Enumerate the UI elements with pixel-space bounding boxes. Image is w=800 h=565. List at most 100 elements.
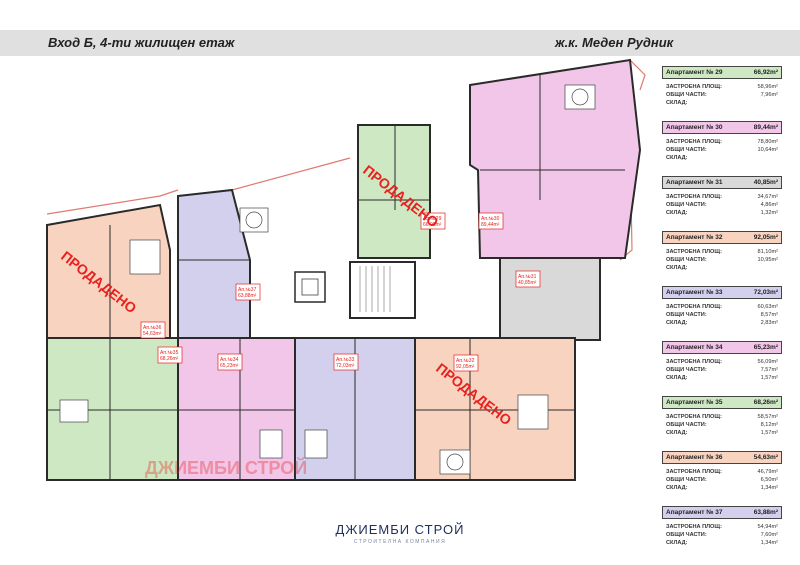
storage-value: 1,32m²	[760, 210, 778, 216]
plan-tag-label: Ап.№35	[160, 350, 179, 356]
built-area-label: ЗАСТРОЕНА ПЛОЩ:	[666, 139, 722, 145]
plan-tag-box	[235, 283, 261, 301]
built-area-value: 54,94m²	[757, 524, 778, 530]
apartment-name: Апартамент № 33	[666, 289, 723, 296]
plan-tag-area: 65,23m²	[220, 363, 239, 369]
apartment-36-area	[46, 203, 171, 339]
common-parts-row: ОБЩИ ЧАСТИ:7,96m²	[666, 91, 778, 99]
plan-tag-area: 89,44m²	[481, 222, 500, 228]
plan-tag-box	[478, 212, 504, 230]
common-parts-value: 4,86m²	[760, 202, 778, 208]
furniture	[59, 84, 596, 475]
plan-tag-area: 63,88m²	[238, 293, 257, 299]
common-parts-value: 10,64m²	[757, 147, 778, 153]
apartment-name: Апартамент № 32	[666, 234, 723, 241]
common-parts-label: ОБЩИ ЧАСТИ:	[666, 532, 707, 538]
common-parts-label: ОБЩИ ЧАСТИ:	[666, 312, 707, 318]
common-parts-value: 8,12m²	[760, 422, 778, 428]
storage-row: СКЛАД:	[666, 264, 778, 272]
stair-core	[349, 261, 416, 319]
common-parts-label: ОБЩИ ЧАСТИ:	[666, 477, 707, 483]
storage-label: СКЛАД:	[666, 485, 688, 491]
plan-tag-label: Ап.№34	[220, 357, 239, 363]
built-area-value: 46,79m²	[757, 469, 778, 475]
built-area-label: ЗАСТРОЕНА ПЛОЩ:	[666, 524, 722, 530]
plan-tag-label: Ап.№31	[518, 274, 537, 280]
built-area-label: ЗАСТРОЕНА ПЛОЩ:	[666, 194, 722, 200]
built-area-label: ЗАСТРОЕНА ПЛОЩ:	[666, 249, 722, 255]
storage-row: СКЛАД:1,34m²	[666, 539, 778, 547]
common-parts-label: ОБЩИ ЧАСТИ:	[666, 422, 707, 428]
storage-row: СКЛАД: 2,83m²	[666, 319, 778, 327]
built-area-row: ЗАСТРОЕНА ПЛОЩ:56,09m²	[666, 358, 778, 366]
built-area-row: ЗАСТРОЕНА ПЛОЩ:58,57m²	[666, 413, 778, 421]
storage-row: СКЛАД:	[666, 154, 778, 162]
common-parts-label: ОБЩИ ЧАСТИ:	[666, 92, 707, 98]
storage-label: СКЛАД:	[666, 210, 688, 216]
apartment-name: Апартамент № 35	[666, 399, 723, 406]
plan-tag-box	[515, 270, 541, 288]
plan-tag-area: 40,85m²	[518, 280, 537, 286]
storage-value: 2,83m²	[760, 320, 778, 326]
built-area-row: ЗАСТРОЕНА ПЛОЩ: 54,94m²	[666, 523, 778, 531]
apartment-name: Апартамент № 37	[666, 509, 723, 516]
apartment-total-area: 54,63m²	[753, 454, 778, 461]
apartment-card[interactable]: Апартамент № 37 63,88m² ЗАСТРОЕНА ПЛОЩ: 54,…	[658, 506, 784, 561]
storage-row: СКЛАД: 1,34m²	[666, 484, 778, 492]
plan-tag-area: 66,92m²	[423, 222, 442, 228]
storage-label: СКЛАД:	[666, 320, 688, 326]
plan-tag-label: Ап.№32	[456, 358, 475, 364]
apartment-header: Апартамент № 35 68,26m²	[662, 396, 782, 409]
apartment-name: Апартамент № 30	[666, 124, 723, 131]
common-parts-label: ОБЩИ ЧАСТИ:	[666, 147, 707, 153]
apartment-total-area: 63,88m²	[753, 509, 778, 516]
header-bar: Вход Б, 4-ти жилищен етаж ж.к. Меден Руд…	[0, 30, 800, 56]
apartment-card[interactable]: Апартамент № 35 68,26m² ЗАСТРОЕНА ПЛОЩ:58,…	[658, 396, 784, 451]
storage-row: СКЛАД:	[666, 99, 778, 107]
plan-tag-label: Ап.№36	[143, 325, 162, 331]
storage-value: 1,34m²	[760, 485, 778, 491]
built-area-row: ЗАСТРОЕНА ПЛОЩ:58,96m²	[666, 83, 778, 91]
apartment-total-area: 40,85m²	[753, 179, 778, 186]
apartment-total-area: 68,26m²	[753, 399, 778, 406]
built-area-label: ЗАСТРОЕНА ПЛОЩ:	[666, 304, 722, 310]
apartment-31-area	[499, 257, 601, 341]
stair-steps	[359, 266, 391, 312]
storage-label: СКЛАД:	[666, 155, 688, 161]
common-parts-value: 6,50m²	[760, 477, 778, 483]
apartment-37-area	[177, 188, 251, 339]
built-area-value: 34,67m²	[757, 194, 778, 200]
plan-tag-label: Ап.№30	[481, 216, 500, 222]
plan-tag-box	[333, 353, 359, 371]
common-parts-label: ОБЩИ ЧАСТИ:	[666, 367, 707, 373]
common-parts-row: ОБЩИ ЧАСТИ:4,86m²	[666, 201, 778, 209]
plan-tag-box	[157, 346, 183, 364]
built-area-label: ЗАСТРОЕНА ПЛОЩ:	[666, 84, 722, 90]
built-area-value: 81,10m²	[757, 249, 778, 255]
built-area-label: ЗАСТРОЕНА ПЛОЩ:	[666, 359, 722, 365]
plan-tag-box	[420, 212, 446, 230]
apartment-header: Апартамент № 37 63,88m²	[662, 506, 782, 519]
lift	[294, 271, 326, 303]
plan-tag-box	[217, 353, 243, 371]
apartment-total-area: 72,03m²	[753, 289, 778, 296]
apartment-name: Апартамент № 29	[666, 69, 723, 76]
apartment-29-area	[357, 124, 431, 259]
common-parts-row: ОБЩИ ЧАСТИ:8,57m²	[666, 311, 778, 319]
plan-tag-box	[140, 321, 166, 339]
built-area-row: ЗАСТРОЕНА ПЛОЩ: 81,10m²	[666, 248, 778, 256]
common-parts-row: ОБЩИ ЧАСТИ: 6,50m²	[666, 476, 778, 484]
common-parts-row: ОБЩИ ЧАСТИ: 8,12m²	[666, 421, 778, 429]
